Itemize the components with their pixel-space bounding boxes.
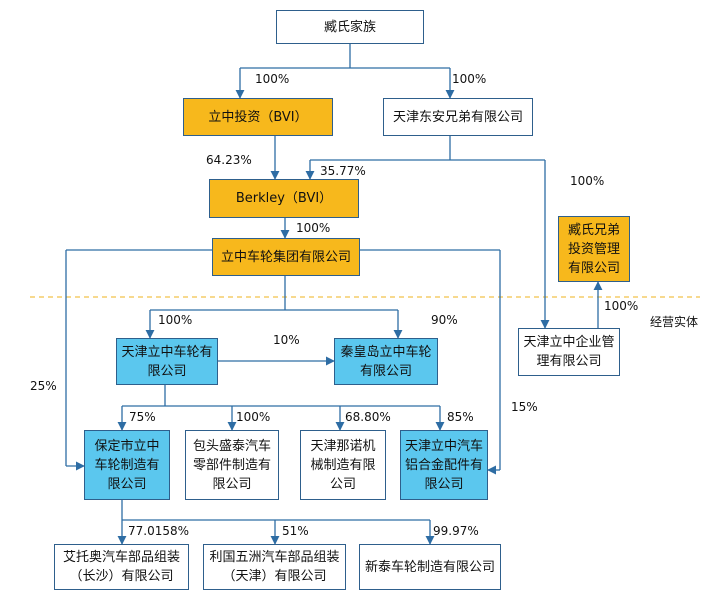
berkley-label: Berkley（BVI） xyxy=(235,191,333,206)
pct-tianjin-wheel-to-baoding: 75% xyxy=(129,410,156,424)
pct-tianjin-wheel-to-auto-alu: 85% xyxy=(447,410,474,424)
liguo-wuzhou-label: 利国五洲汽车部品组装（天津）有限公司 xyxy=(209,550,340,584)
tianjin-lizhong-mgmt-label: 天津立中企业管理有限公司 xyxy=(523,335,615,369)
zang-brothers-label: 臧氏兄弟投资管理有限公司 xyxy=(567,222,620,276)
zang-family-label: 臧氏家族 xyxy=(323,19,376,35)
pct-family-to-lizhong-bvi: 100% xyxy=(255,72,290,86)
baotou-shengtai-label: 包头盛泰汽车零部件制造有限公司 xyxy=(192,438,271,492)
pct-tianjin-wheel-to-nanuo: 68.80% xyxy=(345,410,391,424)
pct-lizhong-bvi-to-berkley: 64.23% xyxy=(206,153,252,167)
qinhuangdao-wheel-box: 秦皇岛立中车轮有限公司 xyxy=(334,338,438,385)
tianjin-auto-alu-label: 天津立中汽车铝合金配件有限公司 xyxy=(405,438,484,492)
pct-dongan-to-berkley: 35.77% xyxy=(320,164,366,178)
xintai-wheel-label: 新泰车轮制造有限公司 xyxy=(364,559,495,575)
pct-group-to-baoding: 25% xyxy=(30,379,57,393)
pct-berkley-to-group: 100% xyxy=(296,221,331,235)
tianjin-wheel-label: 天津立中车轮有限公司 xyxy=(121,344,213,379)
lizhong-bvi-box: 立中投资（BVI） xyxy=(183,98,333,136)
xintai-wheel-box: 新泰车轮制造有限公司 xyxy=(359,544,501,590)
aituoao-label: 艾托奥汽车部品组装（长沙）有限公司 xyxy=(62,550,180,584)
baoding-wheel-label: 保定市立中车轮制造有限公司 xyxy=(94,438,160,492)
pct-mgmt-to-brothers: 100% xyxy=(604,299,639,313)
aituoao-box: 艾托奥汽车部品组装（长沙）有限公司 xyxy=(54,544,189,590)
tianjin-nanuo-box: 天津那诺机械制造有限公司 xyxy=(300,430,386,500)
pct-dongan-to-mgmt: 100% xyxy=(570,174,605,188)
tianjin-lizhong-mgmt-box: 天津立中企业管理有限公司 xyxy=(518,328,620,376)
pct-baoding-to-liguo: 51% xyxy=(282,524,309,538)
baotou-shengtai-box: 包头盛泰汽车零部件制造有限公司 xyxy=(185,430,279,500)
tianjin-dongan-box: 天津东安兄弟有限公司 xyxy=(383,98,533,136)
operating-entity-label: 经营实体 xyxy=(650,315,699,329)
zang-brothers-box: 臧氏兄弟投资管理有限公司 xyxy=(558,216,630,282)
pct-baoding-to-xintai: 99.97% xyxy=(433,524,479,538)
tianjin-dongan-label: 天津东安兄弟有限公司 xyxy=(392,109,523,125)
liguo-wuzhou-box: 利国五洲汽车部品组装（天津）有限公司 xyxy=(203,544,346,590)
zang-family-box: 臧氏家族 xyxy=(276,10,424,44)
baoding-wheel-box: 保定市立中车轮制造有限公司 xyxy=(84,430,170,500)
qinhuangdao-wheel-label: 秦皇岛立中车轮有限公司 xyxy=(340,344,432,379)
lizhong-bvi-label: 立中投资（BVI） xyxy=(208,109,308,125)
pct-group-to-tianjin-wheel: 100% xyxy=(158,313,193,327)
tianjin-wheel-box: 天津立中车轮有限公司 xyxy=(116,338,218,385)
pct-family-to-dongan: 100% xyxy=(452,72,487,86)
lizhong-group-box: 立中车轮集团有限公司 xyxy=(212,238,360,276)
berkley-box: Berkley（BVI） xyxy=(209,179,359,218)
pct-tianjin-wheel-to-qinhuangdao: 10% xyxy=(273,333,300,347)
tianjin-nanuo-label: 天津那诺机械制造有限公司 xyxy=(310,438,376,492)
pct-group-to-qinhuangdao: 90% xyxy=(431,313,458,327)
pct-tianjin-wheel-to-baotou: 100% xyxy=(236,410,271,424)
pct-baoding-to-aituoao: 77.0158% xyxy=(128,524,190,538)
pct-group-to-auto-alu: 15% xyxy=(511,400,538,414)
lizhong-group-label: 立中车轮集团有限公司 xyxy=(220,249,351,265)
tianjin-auto-alu-box: 天津立中汽车铝合金配件有限公司 xyxy=(400,430,488,500)
